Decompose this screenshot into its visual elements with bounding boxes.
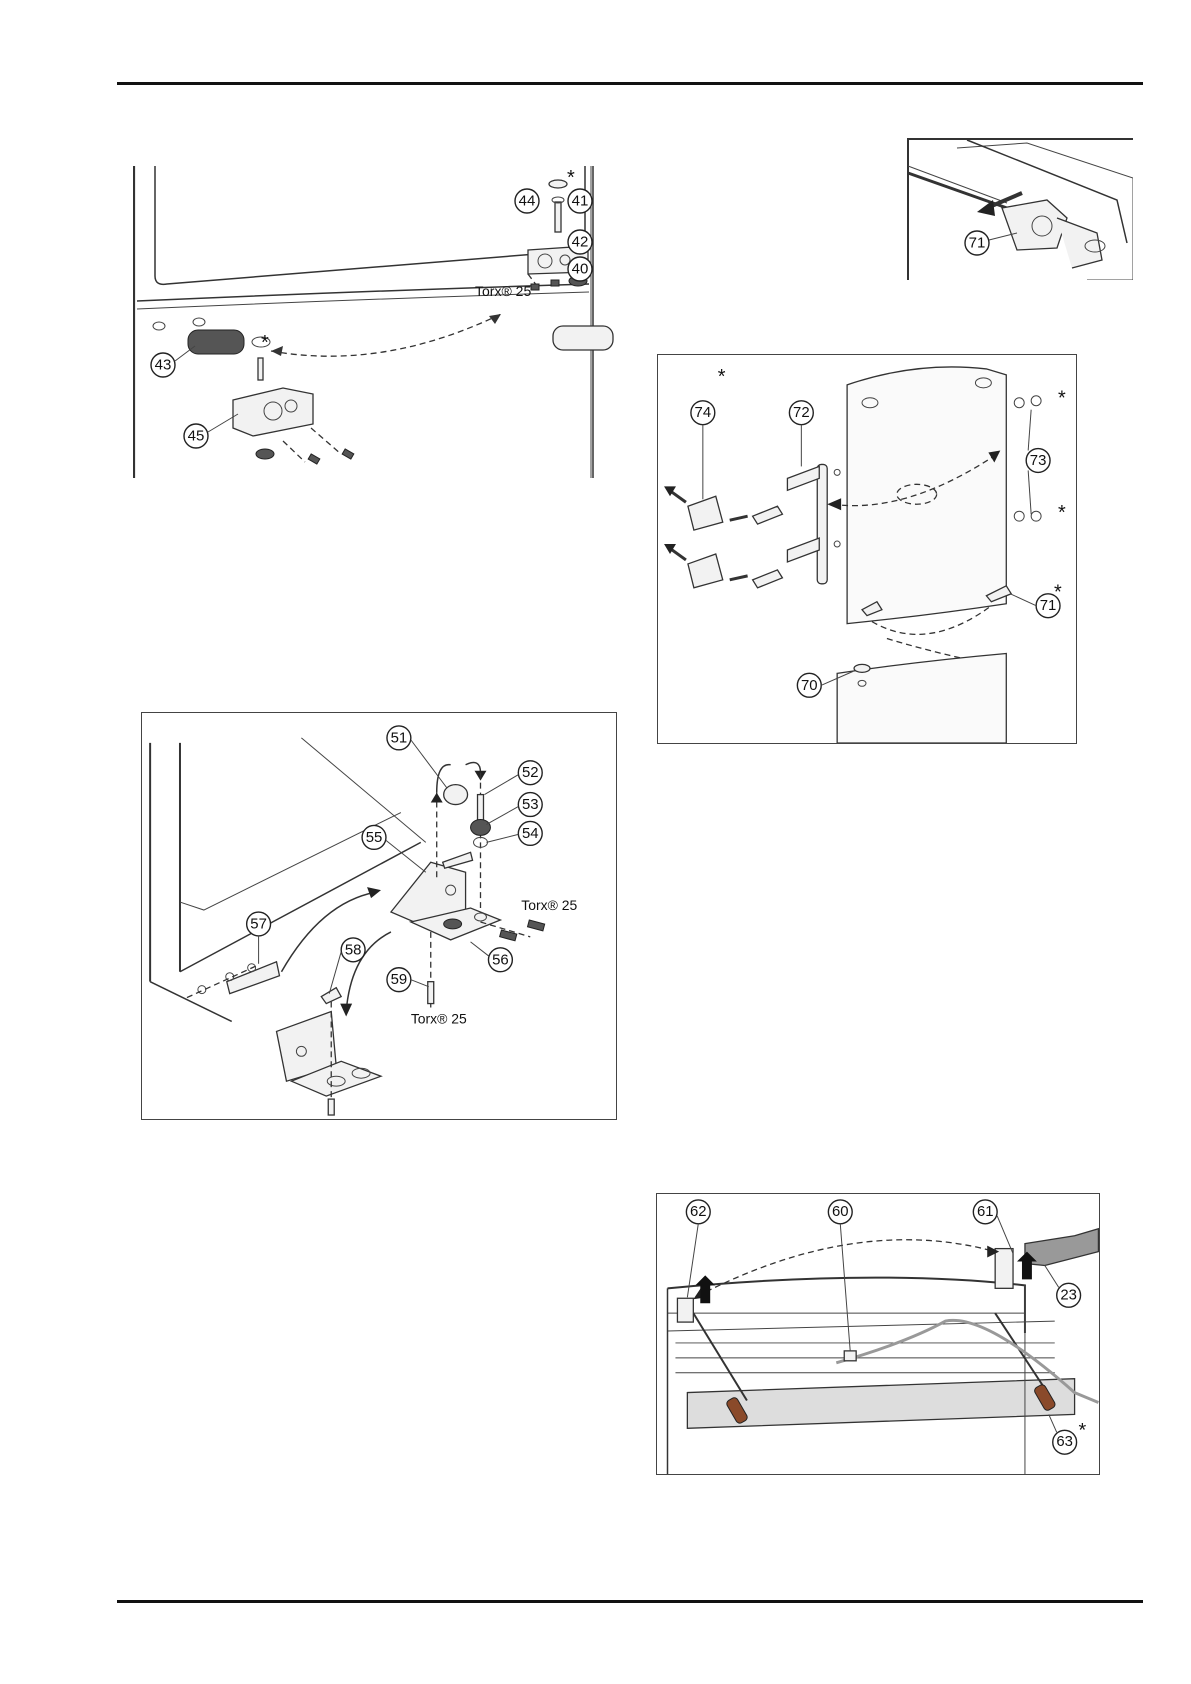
- svg-text:40: 40: [572, 261, 589, 278]
- callout-56: 56: [487, 947, 514, 973]
- callout-57: 57: [245, 911, 272, 937]
- svg-text:56: 56: [492, 951, 509, 968]
- svg-text:60: 60: [832, 1204, 849, 1220]
- torx-label: Torx® 25: [475, 283, 531, 299]
- svg-text:71: 71: [969, 235, 986, 252]
- callout-61: 61: [972, 1199, 998, 1225]
- svg-text:44: 44: [519, 193, 536, 210]
- figure-hinge-transfer: Torx® 25 * * 44 41 42 40 43 45: [133, 166, 623, 478]
- svg-text:54: 54: [522, 825, 539, 842]
- figure-door-handle: * * * * 74 72 73 71 70: [657, 354, 1077, 744]
- svg-text:53: 53: [522, 796, 539, 813]
- callout-60: 60: [827, 1199, 853, 1225]
- svg-text:51: 51: [391, 729, 408, 746]
- figure-top-hinge-detail: 71: [907, 138, 1133, 280]
- callout-51: 51: [386, 725, 412, 751]
- callout-58: 58: [340, 937, 366, 963]
- svg-text:23: 23: [1060, 1287, 1077, 1303]
- header-rule: [117, 82, 1143, 85]
- callout-59: 59: [386, 967, 412, 993]
- callout-45: 45: [183, 423, 209, 449]
- callout-62: 62: [685, 1199, 711, 1225]
- callout-72: 72: [788, 400, 814, 426]
- star-marker: *: [1054, 582, 1062, 604]
- callout-52: 52: [517, 760, 543, 786]
- svg-text:74: 74: [695, 404, 712, 421]
- figure-top-cover: * 62 60 61 23 63: [656, 1193, 1100, 1475]
- callout-40: 40: [567, 256, 593, 282]
- svg-text:43: 43: [155, 357, 172, 374]
- callout-53: 53: [517, 791, 543, 818]
- star-marker: *: [567, 167, 575, 189]
- svg-text:52: 52: [522, 764, 539, 781]
- svg-text:41: 41: [572, 193, 589, 210]
- svg-text:45: 45: [188, 428, 205, 445]
- star-marker: *: [261, 332, 269, 354]
- svg-text:70: 70: [801, 677, 818, 694]
- callout-70: 70: [796, 672, 822, 698]
- callout-42: 42: [567, 229, 593, 255]
- svg-text:71: 71: [1040, 597, 1057, 614]
- svg-text:61: 61: [977, 1204, 994, 1220]
- callout-44: 44: [514, 188, 540, 214]
- callout-54: 54: [517, 820, 543, 847]
- svg-text:59: 59: [391, 971, 408, 988]
- torx-label: Torx® 25: [411, 1010, 467, 1026]
- torx-label: Torx® 25: [521, 897, 577, 913]
- callout-23: 23: [1056, 1282, 1082, 1308]
- callout-73: 73: [1025, 447, 1051, 474]
- star-marker: *: [1079, 1419, 1087, 1441]
- callout-71: 71: [964, 230, 990, 256]
- star-marker: *: [1058, 502, 1066, 524]
- svg-text:42: 42: [572, 234, 589, 251]
- footer-rule: [117, 1600, 1143, 1603]
- callout-63: 63: [1052, 1429, 1078, 1455]
- svg-text:72: 72: [793, 404, 810, 421]
- star-marker: *: [718, 366, 726, 388]
- star-marker: *: [1058, 388, 1066, 410]
- svg-text:73: 73: [1030, 452, 1047, 469]
- svg-text:55: 55: [366, 829, 383, 846]
- svg-text:57: 57: [250, 915, 267, 932]
- figure-bottom-hinge-exploded: Torx® 25 Torx® 25 51 52 53 54 55 57 58 5…: [141, 712, 617, 1120]
- callout-71: 71: [1035, 593, 1061, 619]
- callout-41: 41: [567, 188, 593, 214]
- svg-text:58: 58: [345, 941, 362, 958]
- callout-43: 43: [150, 352, 176, 378]
- svg-text:63: 63: [1056, 1434, 1073, 1450]
- callout-55: 55: [361, 824, 387, 851]
- callout-74: 74: [690, 400, 716, 426]
- svg-text:62: 62: [690, 1204, 707, 1220]
